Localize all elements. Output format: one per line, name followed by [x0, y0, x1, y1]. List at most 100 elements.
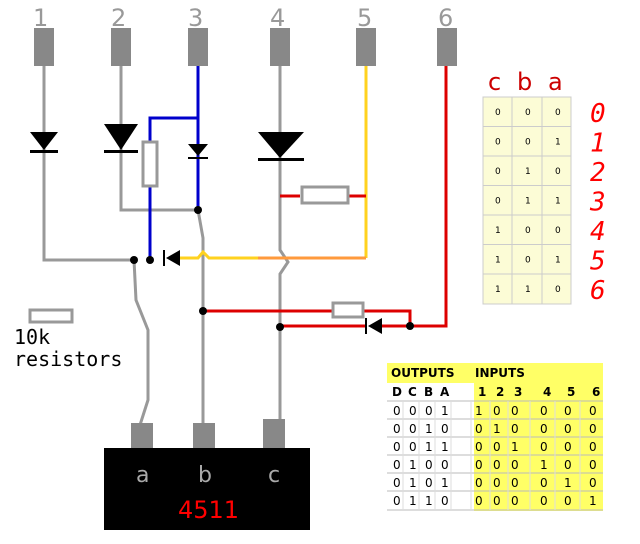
seg-bit-cell: 1	[555, 256, 561, 266]
io-cell: 0	[475, 458, 483, 472]
io-cell: 0	[589, 458, 597, 472]
io-cell: 0	[511, 422, 519, 436]
wire-blue-loop	[148, 116, 198, 260]
seg-header-c: c	[488, 68, 501, 96]
connector-1	[34, 28, 54, 66]
seg-bit-cell: 1	[495, 285, 501, 295]
io-table-inputs-bg	[474, 383, 603, 511]
wire-pin1	[42, 66, 134, 262]
io-cell: 1	[511, 440, 519, 454]
seg-digit: 2	[590, 158, 606, 188]
io-cell: 1	[409, 458, 417, 472]
gray-wires	[42, 66, 290, 426]
resistor-red-upper	[300, 185, 350, 205]
wire-pin6	[412, 66, 448, 328]
io-cell: 1	[409, 476, 417, 490]
seg-digit: 4	[590, 217, 606, 247]
chip-name: 4511	[178, 496, 239, 524]
io-cell: 0	[589, 476, 597, 490]
chip-pin-c	[263, 419, 285, 451]
wire-chip-b	[196, 209, 205, 425]
seg-bit-cell: 0	[555, 167, 561, 177]
io-cell: 0	[589, 422, 597, 436]
io-cell: 0	[409, 404, 417, 418]
seg-bit-cell: 0	[495, 197, 501, 207]
io-table-group-bg	[387, 363, 603, 383]
seg-bit-cell: 1	[555, 197, 561, 207]
io-cell: 1	[425, 422, 433, 436]
io-header-cell: 1	[478, 385, 486, 399]
io-group-outputs: OUTPUTS	[391, 366, 455, 380]
io-cell: 0	[393, 440, 401, 454]
seg-bit-cell: 0	[525, 108, 531, 118]
io-cell: 1	[441, 440, 449, 454]
seg-bit-cell: 0	[495, 138, 501, 148]
diode-pin3	[188, 144, 208, 159]
io-cell: 1	[564, 476, 572, 490]
seg-header-b: b	[517, 68, 532, 96]
resistor-note-value: 10k	[14, 325, 50, 349]
resistor-red-lower	[331, 301, 365, 319]
junction-dot	[130, 256, 138, 264]
io-cell: 1	[589, 494, 597, 508]
seg-bit-cell: 0	[555, 285, 561, 295]
io-cell: 0	[441, 422, 449, 436]
io-group-inputs: INPUTS	[475, 366, 525, 380]
seg-digit: 1	[590, 129, 606, 159]
connector-3	[188, 28, 208, 66]
connector-2	[111, 28, 131, 66]
seg-bit-cell: 0	[525, 138, 531, 148]
resistors	[28, 140, 365, 324]
pin-label-3: 3	[188, 4, 203, 32]
io-cell: 0	[540, 440, 548, 454]
seg-digit: 0	[590, 99, 606, 129]
io-header-cell: C	[408, 385, 417, 399]
io-header-cell: D	[392, 385, 402, 399]
pin-label-6: 6	[438, 4, 453, 32]
io-cell: 0	[441, 458, 449, 472]
io-cell: 0	[540, 494, 548, 508]
io-cell: 0	[589, 440, 597, 454]
chip-pin-label-c: c	[268, 463, 280, 488]
seg-bit-cell: 1	[555, 138, 561, 148]
diode-pin4	[258, 132, 304, 161]
seg-bit-cell: 0	[495, 108, 501, 118]
io-header-cell: 3	[514, 385, 522, 399]
diode-red	[365, 318, 382, 334]
io-cell: 0	[493, 476, 501, 490]
io-cell: 0	[511, 494, 519, 508]
chip-pin-label-b: b	[198, 463, 212, 488]
io-cell: 0	[540, 422, 548, 436]
io-cell: 1	[425, 494, 433, 508]
io-cell: 1	[475, 404, 483, 418]
io-cell: 0	[564, 494, 572, 508]
io-cell: 0	[425, 404, 433, 418]
io-cell: 0	[511, 458, 519, 472]
io-cell: 0	[393, 494, 401, 508]
seg-header-a: a	[548, 68, 563, 96]
resistor-legend-icon	[28, 308, 74, 324]
io-cell: 0	[540, 476, 548, 490]
pin-label-1: 1	[33, 4, 48, 32]
pin-label-2: 2	[111, 4, 126, 32]
junction-dot	[406, 322, 414, 330]
seg-digit: 5	[590, 247, 606, 277]
seg-bit-cell: 0	[555, 108, 561, 118]
wire-chip-a	[132, 259, 150, 426]
diode-pin2	[104, 124, 138, 153]
chip-body	[104, 448, 310, 530]
chip-4511: a b c 4511	[104, 419, 310, 530]
seg-bit-cell: 1	[525, 167, 531, 177]
io-cell: 1	[409, 494, 417, 508]
seg-bit-cell: 0	[555, 226, 561, 236]
io-header-cell: 2	[496, 385, 504, 399]
io-cell: 0	[393, 422, 401, 436]
io-cell: 0	[393, 404, 401, 418]
seg-table-bg	[482, 96, 572, 305]
diode-horizontal	[163, 250, 180, 266]
io-cell: 0	[475, 440, 483, 454]
seg-bit-cell: 1	[525, 285, 531, 295]
io-cell: 0	[493, 440, 501, 454]
